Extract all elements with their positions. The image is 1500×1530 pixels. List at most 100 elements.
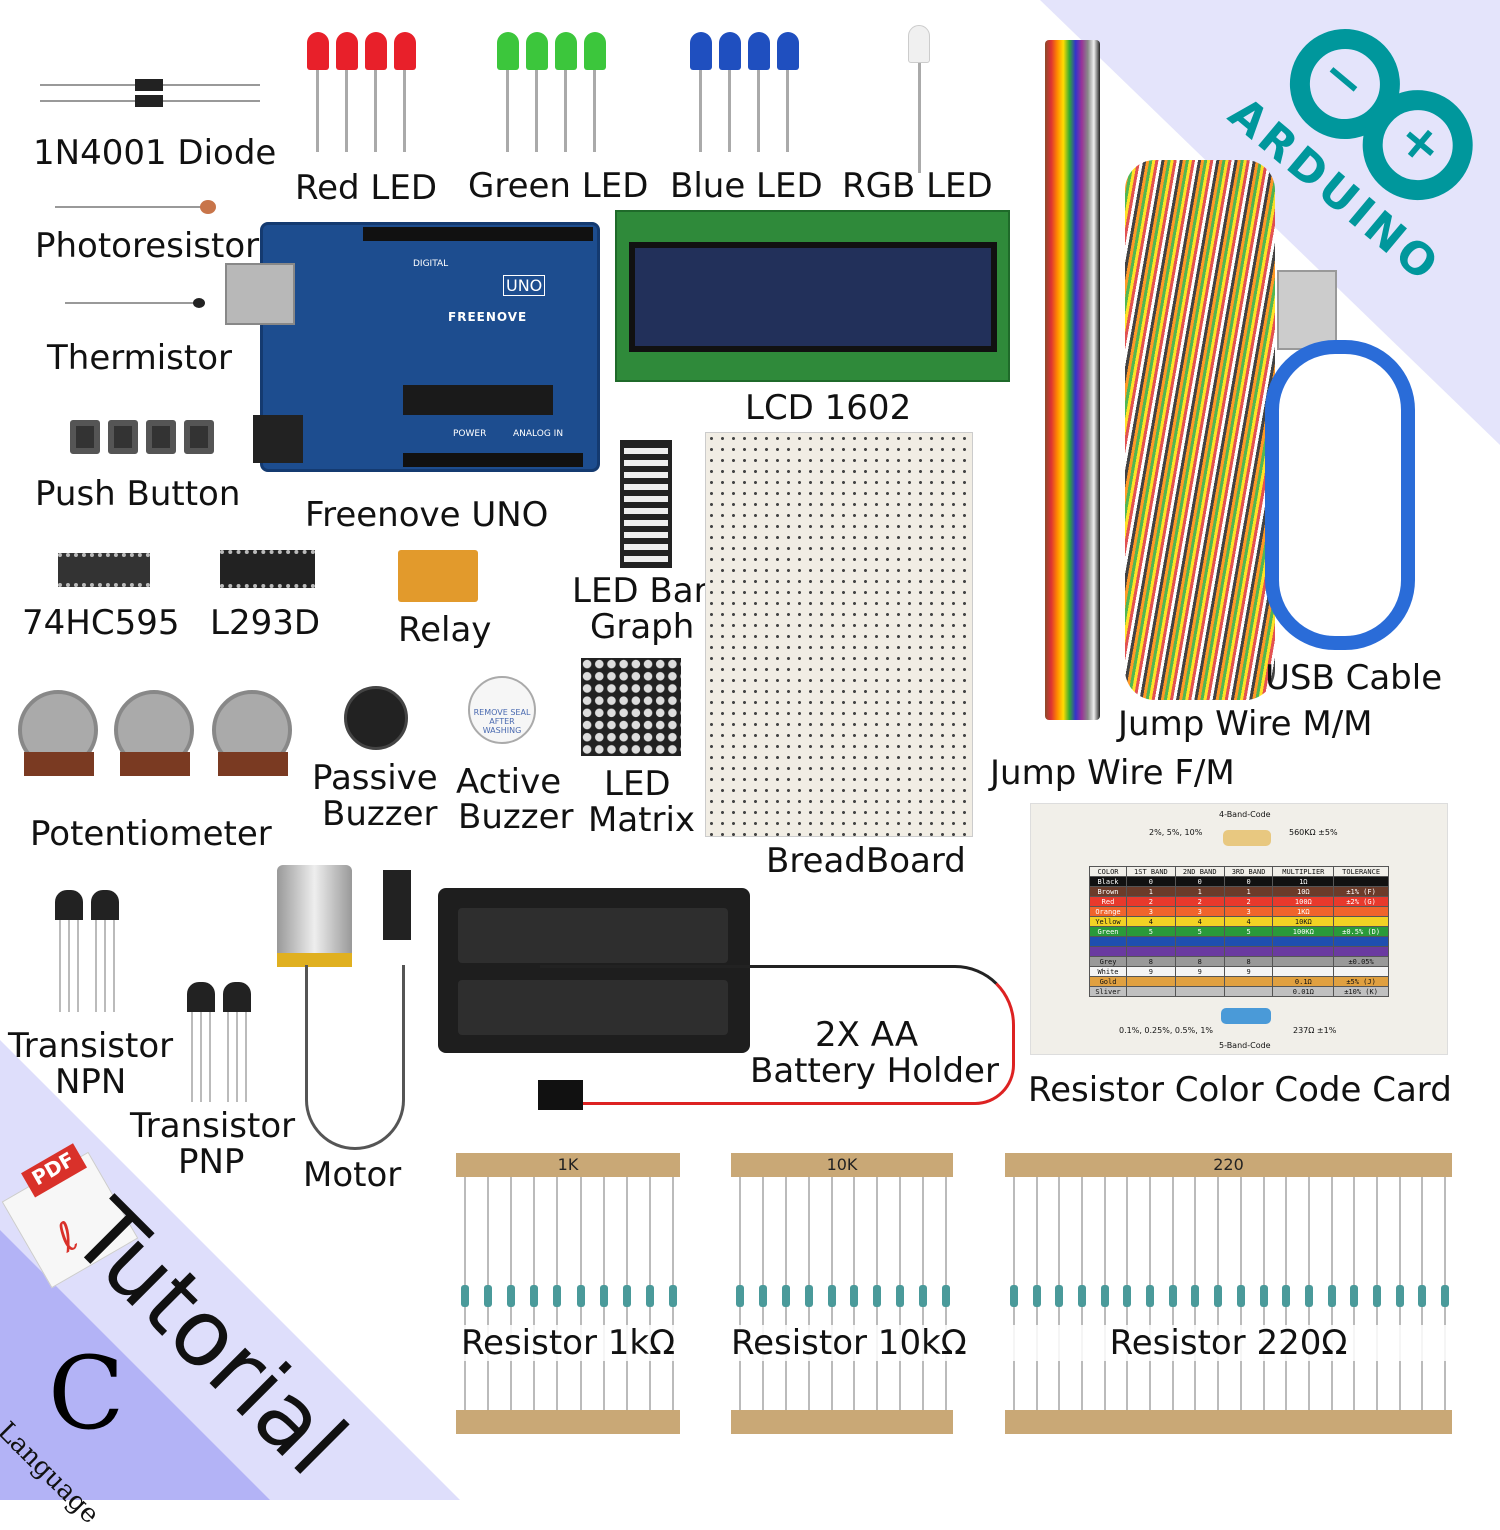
five-band-resistor-icon	[1221, 1008, 1271, 1024]
table-row	[1089, 946, 1389, 957]
table-cell	[1223, 946, 1274, 957]
table-cell: 1Ω	[1272, 876, 1335, 887]
led-icon	[526, 32, 548, 70]
table-cell: ±2% (G)	[1333, 896, 1389, 907]
table-cell: 10KΩ	[1272, 916, 1335, 927]
table-cell	[1272, 956, 1335, 967]
table-cell: 9	[1174, 966, 1225, 977]
rgb-led-label: RGB LED	[842, 166, 993, 206]
resistor-icon	[622, 1285, 631, 1307]
photoresistor-label: Photoresistor	[35, 226, 260, 266]
pnp-label-2: PNP	[178, 1142, 245, 1182]
resistor-icon	[507, 1285, 516, 1307]
active-buzzer-label-1: Active	[456, 762, 562, 802]
board-analog-label: ANALOG IN	[513, 429, 564, 439]
potentiometers-image	[18, 690, 298, 810]
table-cell: 2	[1174, 896, 1225, 907]
led-icon	[777, 32, 799, 70]
table-cell	[1223, 976, 1274, 987]
table-cell: Sliver	[1089, 986, 1127, 997]
photoresistor-image	[55, 200, 216, 214]
npn-label-1: Transistor	[8, 1026, 174, 1066]
table-cell: 3	[1223, 906, 1274, 917]
resistor-icon	[1123, 1285, 1132, 1307]
table-cell: ±10% (K)	[1333, 986, 1389, 997]
resistor-tape-bottom	[456, 1410, 680, 1434]
led-bar-label-1: LED Bar	[572, 571, 708, 611]
table-cell	[1125, 936, 1176, 947]
led-leg	[403, 70, 406, 152]
resistor-icon	[736, 1285, 744, 1307]
led-bar-image	[620, 440, 672, 568]
push-button-label: Push Button	[35, 474, 241, 514]
potentiometer-label: Potentiometer	[30, 814, 272, 854]
table-cell: ±0.05%	[1333, 956, 1389, 967]
resistor-icon	[1282, 1285, 1291, 1307]
table-cell: 100Ω	[1272, 896, 1335, 907]
resistor-icon	[942, 1285, 950, 1307]
table-header: 1ST BAND	[1125, 866, 1176, 877]
table-cell: 4	[1223, 916, 1274, 927]
resistor-icon	[873, 1285, 882, 1307]
usb-cable-image	[1265, 270, 1415, 650]
resistor-tape-top: 220	[1005, 1153, 1452, 1177]
led-matrix-label-1: LED	[604, 764, 671, 804]
resistor-label: Resistor 1kΩ	[456, 1325, 680, 1361]
four-band-tolerance: 2%, 5%, 10%	[1149, 828, 1203, 837]
table-cell	[1089, 946, 1127, 957]
resistor-icon	[599, 1285, 608, 1307]
table-cell: Gold	[1089, 976, 1127, 987]
table-cell: Grey	[1089, 956, 1127, 967]
table-cell: Brown	[1089, 886, 1127, 897]
resistor-icon	[1055, 1285, 1064, 1307]
four-band-example: 560KΩ ±5%	[1289, 828, 1338, 837]
uno-label: Freenove UNO	[305, 495, 549, 535]
pnp-transistors-image	[187, 982, 257, 1104]
resistor-icon	[553, 1285, 562, 1307]
passive-buzzer-label-2: Buzzer	[322, 794, 438, 834]
table-cell: 5	[1223, 926, 1274, 937]
table-cell: ±1% (F)	[1333, 886, 1389, 897]
board-power-label: POWER	[453, 429, 487, 439]
resistor-icon	[1327, 1285, 1336, 1307]
led-icon	[365, 32, 387, 70]
resistor-icon	[1259, 1285, 1268, 1307]
four-band-resistor-icon	[1223, 830, 1271, 846]
table-cell: 1	[1174, 886, 1225, 897]
table-cell: ±5% (J)	[1333, 976, 1389, 987]
resistor-tape-bottom	[731, 1410, 953, 1434]
led-leg	[535, 70, 538, 152]
table-cell: 4	[1174, 916, 1225, 927]
led-matrix-image	[581, 658, 681, 756]
table-cell	[1089, 936, 1127, 947]
resistor-icon	[669, 1285, 677, 1307]
table-cell	[1272, 936, 1335, 947]
led-leg	[699, 70, 702, 152]
resistor-icon	[804, 1285, 813, 1307]
table-cell: 0	[1125, 876, 1176, 887]
c-language-logo: C	[48, 1335, 125, 1452]
npn-transistors-image	[55, 890, 125, 1015]
table-cell: Green	[1089, 926, 1127, 937]
resistor-icon	[1418, 1285, 1427, 1307]
table-cell	[1333, 906, 1389, 917]
table-cell	[1223, 986, 1274, 997]
board-digital-label: DIGITAL	[413, 259, 449, 269]
active-buzzer-image: REMOVE SEAL AFTER WASHING	[468, 676, 536, 744]
motor-image	[275, 845, 425, 1155]
table-cell: 2	[1125, 896, 1176, 907]
resistor-icon	[1168, 1285, 1177, 1307]
table-cell	[1272, 966, 1335, 977]
table-cell: 5	[1125, 926, 1176, 937]
table-cell: 8	[1223, 956, 1274, 967]
table-cell: White	[1089, 966, 1127, 977]
l293d-label: L293D	[210, 603, 321, 643]
led-bar-label-2: Graph	[590, 607, 695, 647]
resistor-icon	[758, 1285, 767, 1307]
resistor-icon	[461, 1285, 469, 1307]
